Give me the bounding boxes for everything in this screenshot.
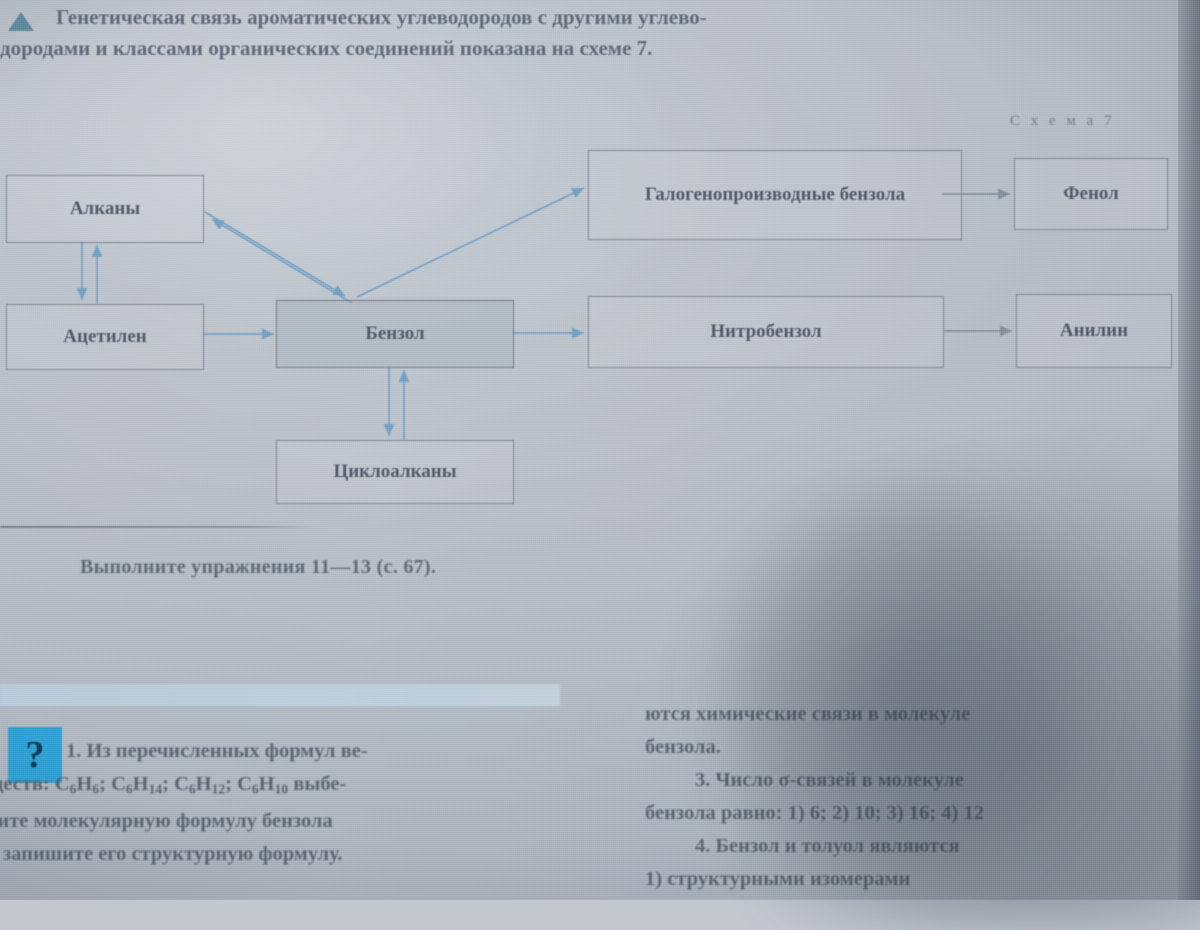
question-right-line-5: 4. Бензол и толуол являются bbox=[695, 835, 960, 857]
diagram-box-cycloalkanes[interactable]: Циклоалканы bbox=[276, 440, 514, 504]
question-right-line-3: 3. Число σ-связей в молекуле bbox=[695, 769, 964, 791]
diagram-box-alkany[interactable]: Алканы bbox=[6, 175, 204, 243]
diagram-box-label: Анилин bbox=[1059, 320, 1129, 341]
diagram-box-nitrobenzene[interactable]: Нитробензол bbox=[588, 296, 944, 368]
diagram-box-label: Циклоалканы bbox=[333, 461, 457, 482]
diagram-box-acetylene[interactable]: Ацетилен bbox=[6, 304, 204, 370]
question-right-line-1: ются химические связи в молекуле bbox=[645, 703, 971, 725]
diagram-box-phenol[interactable]: Фенол bbox=[1014, 158, 1168, 230]
diagram-box-label: Алканы bbox=[69, 198, 141, 219]
question-right-line-6: 1) структурными изомерами bbox=[645, 868, 911, 890]
diagram-box-benzene[interactable]: Бензол bbox=[276, 300, 514, 368]
diagram-connectors bbox=[76, 187, 1012, 440]
diagram-box-halogen-derivatives[interactable]: Галогенопроизводные бензола bbox=[588, 150, 962, 240]
page-gutter bbox=[1178, 0, 1200, 900]
diagram-box-label: Галогенопроизводные бензола bbox=[644, 184, 906, 205]
exercise-instruction: Выполните упражнения 11—13 (с. 67). bbox=[80, 556, 437, 578]
page-heading: Генетическая связь ароматических углевод… bbox=[0, 2, 1196, 64]
scheme-label: С х е м а 7 bbox=[1010, 113, 1116, 129]
questions-left-column: 1. Из перечисленных формул ве- ществ: C6… bbox=[0, 735, 566, 871]
triangle-marker-icon bbox=[8, 12, 34, 31]
heading-line-2: дородами и классами органических соедине… bbox=[0, 36, 653, 60]
horizontal-rule bbox=[0, 526, 312, 528]
question-right-line-4: бензола равно: 1) 6; 2) 10; 3) 16; 4) 12 bbox=[645, 802, 985, 824]
question-left-line-4: и запишите его структурную формулу. bbox=[0, 843, 343, 866]
question-left-line-1: 1. Из перечисленных формул ве- bbox=[66, 740, 368, 762]
section-band bbox=[0, 684, 560, 706]
questions-right-column: ются химические связи в молекуле бензола… bbox=[645, 698, 1200, 896]
diagram-box-label: Фенол bbox=[1063, 183, 1119, 204]
heading-line-1: Генетическая связь ароматических углевод… bbox=[56, 5, 707, 29]
question-left-line-2: ществ: C6H6; C6H14; C6H12; C6H10 выбе- bbox=[0, 773, 347, 797]
question-right-line-2: бензола. bbox=[645, 736, 721, 758]
question-mark-badge: ? bbox=[8, 727, 62, 783]
diagram-box-label: Ацетилен bbox=[63, 326, 147, 347]
diagram-box-label: Нитробензол bbox=[710, 321, 822, 342]
question-left-line-3: рите молекулярную формулу бензола bbox=[0, 810, 333, 833]
diagram-box-aniline[interactable]: Анилин bbox=[1016, 294, 1172, 368]
diagram-box-label: Бензол bbox=[365, 323, 425, 344]
